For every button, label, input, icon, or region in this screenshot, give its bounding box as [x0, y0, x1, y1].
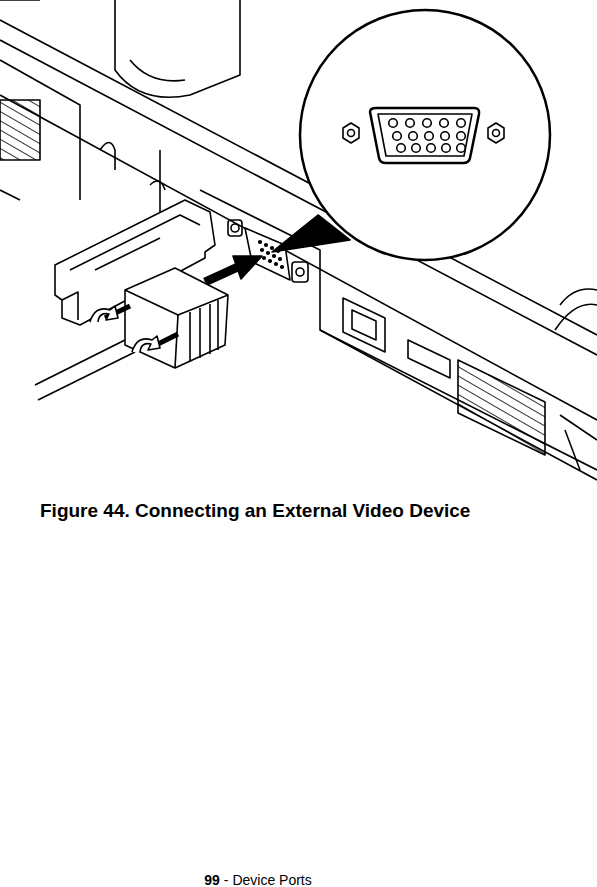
pin-hole — [412, 144, 421, 153]
pin-hole — [457, 119, 466, 128]
pin-hole — [389, 119, 398, 128]
pin-hole — [427, 144, 436, 153]
pin-hole — [457, 132, 466, 141]
pin-hole — [441, 132, 450, 141]
pin-hole — [393, 132, 402, 141]
pin-hole — [397, 144, 406, 153]
pin-hole — [423, 119, 432, 128]
pin-hole — [442, 144, 451, 153]
pin-hole — [406, 119, 415, 128]
pin-hole — [425, 132, 434, 141]
figure-caption: Figure 44. Connecting an External Video … — [40, 500, 470, 522]
page-number: 99 — [204, 872, 220, 887]
pin-hole — [440, 119, 449, 128]
section-name: - Device Ports — [224, 872, 312, 887]
pin-hole — [409, 132, 418, 141]
laptop-illustration — [0, 0, 597, 500]
pin-hole — [457, 144, 466, 153]
